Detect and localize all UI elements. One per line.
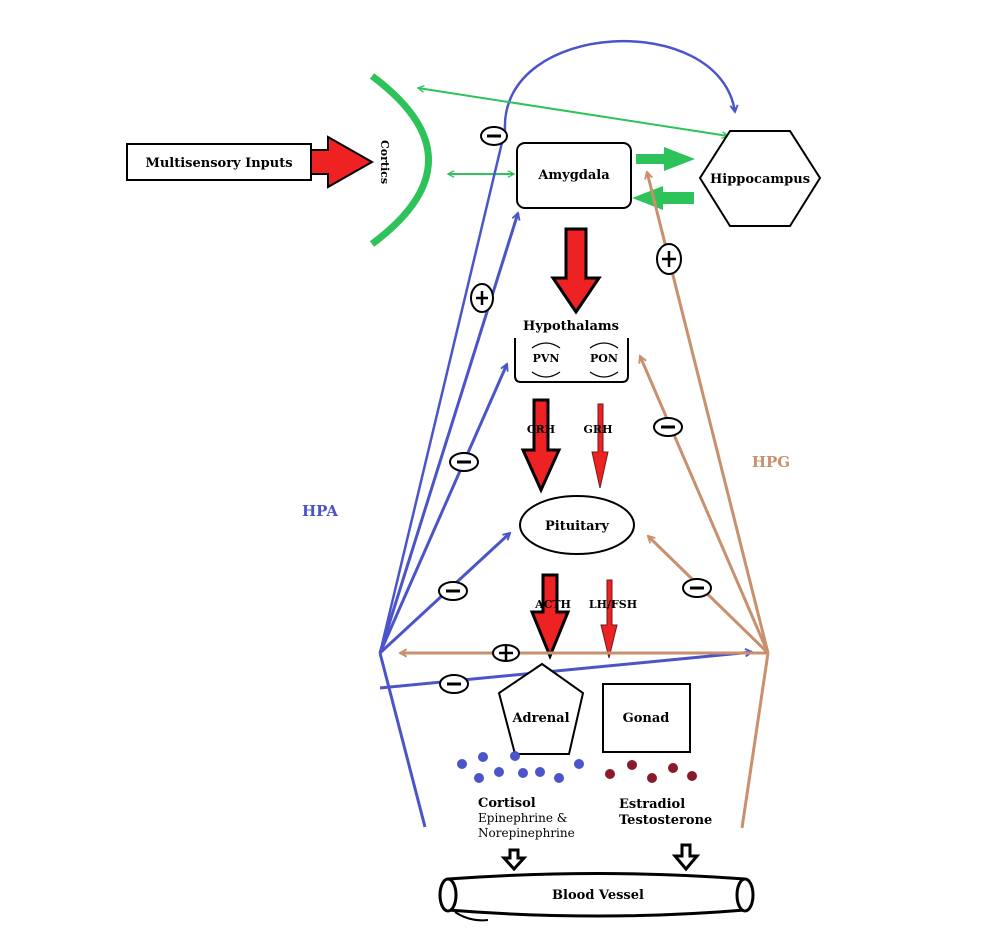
hippocampus-to-amygdala-arrow — [632, 186, 694, 210]
acth-red-arrow — [529, 573, 571, 660]
minus-sign-horizontal — [439, 674, 469, 694]
minus-sign-hpa-pituitary — [438, 581, 468, 601]
plus-sign-hpa-amygdala — [470, 283, 494, 313]
cortics-hippocampus-arrow — [418, 88, 728, 136]
pon-label: PON — [590, 352, 618, 365]
blood-vessel — [438, 872, 755, 922]
hypothalams-bracket — [514, 338, 629, 383]
blood-vessel-label: Blood Vessel — [552, 888, 644, 903]
minus-sign-hpa-hypothalamus — [449, 452, 479, 472]
cortisol-label: Cortisol — [478, 796, 536, 811]
testosterone-label: Testosterone — [619, 813, 712, 828]
multisensory-inputs-label: Multisensory Inputs — [145, 156, 292, 171]
hpg-axis-label: HPG — [752, 453, 790, 471]
gonad-node — [602, 683, 691, 753]
hippocampus-node — [698, 130, 822, 227]
hippocampus-label: Hippocampus — [710, 172, 810, 187]
minus-sign-hpg-hypothalamus — [653, 417, 683, 437]
acth-label: ACTH — [534, 598, 571, 611]
amygdala-label: Amygdala — [537, 168, 610, 183]
epinephrine-label: Epinephrine & — [478, 811, 568, 825]
estradiol-label: Estradiol — [619, 797, 685, 812]
lh-fsh-label: LH/FSH — [589, 598, 637, 611]
minus-sign-top — [480, 126, 508, 146]
pituitary-node — [519, 495, 635, 555]
cortics-label: Cortics — [378, 140, 391, 184]
amygdala-to-hippocampus-arrow — [636, 147, 695, 171]
adrenal-node — [497, 662, 585, 755]
pvn-label: PVN — [533, 352, 560, 365]
gonad-label: Gonad — [623, 711, 670, 726]
crh-red-arrow — [520, 398, 562, 494]
hypothalams-label: Hypothalams — [523, 319, 619, 334]
minus-sign-hpg-pituitary — [682, 578, 712, 598]
plus-sign-hpg-hippocampus — [656, 243, 682, 275]
crh-label: CRH — [527, 423, 555, 436]
curved-arrow-to-hippocampus — [503, 39, 735, 131]
hpa-feedback-lines — [378, 129, 752, 828]
grh-red-arrow — [591, 403, 609, 489]
multisensory-red-arrow — [310, 135, 375, 189]
cortisol-dots — [457, 751, 584, 783]
pon-cycle-icon — [589, 342, 619, 378]
norepinephrine-label: Norepinephrine — [478, 826, 575, 840]
amygdala-hypothalamus-red-arrow — [550, 227, 602, 315]
gonad-to-blood-arrow — [671, 843, 701, 872]
adrenal-label: Adrenal — [511, 711, 569, 726]
estradiol-dots — [605, 760, 697, 783]
pvn-cycle-icon — [531, 342, 561, 378]
amygdala-node — [516, 142, 632, 209]
grh-label: GRH — [584, 423, 613, 436]
cortics-arc — [369, 73, 432, 247]
pituitary-label: Pituitary — [545, 519, 609, 534]
lh-fsh-red-arrow — [600, 579, 618, 659]
hpa-axis-label: HPA — [302, 502, 338, 520]
adrenal-to-blood-arrow — [500, 848, 528, 872]
plus-sign-horizontal — [492, 644, 520, 662]
